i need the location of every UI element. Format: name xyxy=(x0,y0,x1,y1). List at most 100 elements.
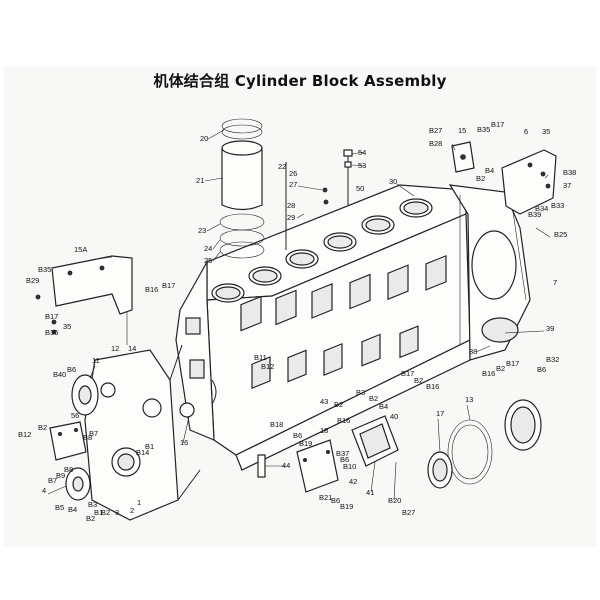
side-cover-18 xyxy=(296,439,339,493)
callout-B17: B17 xyxy=(506,359,519,368)
callout-35: 35 xyxy=(63,322,71,331)
callout-B19: B19 xyxy=(299,439,312,448)
callout-12: 12 xyxy=(111,344,119,353)
callout-B27: B27 xyxy=(429,126,442,135)
bracket-15a xyxy=(35,255,133,345)
callout-25: 25 xyxy=(204,256,212,265)
callout-B12: B12 xyxy=(261,362,274,371)
callout-16: 16 xyxy=(180,438,188,447)
callout-B37: B37 xyxy=(336,449,349,458)
callout-B39: B39 xyxy=(528,210,541,219)
callout-B2: B2 xyxy=(496,364,505,373)
callout-B16: B16 xyxy=(337,416,350,425)
callout-11: 11 xyxy=(92,356,100,365)
callout-B35: B35 xyxy=(38,265,51,274)
callout-7: 7 xyxy=(553,278,557,287)
callout-53: 53 xyxy=(358,161,366,170)
cylinder-liner-stack xyxy=(219,118,265,259)
callout-B6: B6 xyxy=(331,496,340,505)
callout-B28: B28 xyxy=(429,139,442,148)
callout-35: 35 xyxy=(542,127,550,136)
callout-15A: 15A xyxy=(74,245,87,254)
callout-B38: B38 xyxy=(563,168,576,177)
callout-B2: B2 xyxy=(38,423,47,432)
callout-43: 43 xyxy=(320,397,328,406)
callout-B16: B16 xyxy=(482,369,495,378)
callout-B2: B2 xyxy=(476,174,485,183)
callout-B12: B12 xyxy=(18,430,31,439)
callout-B6: B6 xyxy=(340,455,349,464)
small-cover-15 xyxy=(451,141,475,173)
callout-B11: B11 xyxy=(254,353,267,362)
callout-28: 28 xyxy=(287,201,295,210)
callout-B7: B7 xyxy=(89,429,98,438)
callout-B6: B6 xyxy=(67,365,76,374)
callout-B29: B29 xyxy=(26,276,39,285)
callout-38: 38 xyxy=(469,347,477,356)
callout-B33: B33 xyxy=(551,201,564,210)
callout-6: 6 xyxy=(524,127,528,136)
callout-B6: B6 xyxy=(293,431,302,440)
callout-24: 24 xyxy=(204,244,212,253)
callout-B10: B10 xyxy=(343,462,356,471)
callout-4: 4 xyxy=(42,486,46,495)
callout-21: 21 xyxy=(196,176,204,185)
callout-30: 30 xyxy=(389,177,397,186)
front-seal-ring xyxy=(71,374,99,416)
callout-50: 50 xyxy=(356,184,364,193)
callout-B2: B2 xyxy=(334,400,343,409)
callout-B3: B3 xyxy=(88,500,97,509)
callout-56: 56 xyxy=(71,411,79,420)
callout-B17: B17 xyxy=(45,312,58,321)
callout-B2: B2 xyxy=(414,376,423,385)
page-title: 机体结合组 Cylinder Block Assembly xyxy=(153,72,447,90)
callout-15: 15 xyxy=(458,126,466,135)
callout-42: 42 xyxy=(349,477,357,486)
callout-B25: B25 xyxy=(554,230,567,239)
callout-3: 3 xyxy=(115,508,119,517)
callout-B17: B17 xyxy=(491,120,504,129)
callout-40: 40 xyxy=(390,412,398,421)
callout-B7: B7 xyxy=(48,476,57,485)
callout-B16: B16 xyxy=(426,382,439,391)
callout-B18: B18 xyxy=(270,420,283,429)
callout-44: 44 xyxy=(282,461,290,470)
callout-B40: B40 xyxy=(53,370,66,379)
callout-B2: B2 xyxy=(101,508,110,517)
callout-23: 23 xyxy=(198,226,206,235)
callout-13: 13 xyxy=(465,395,473,404)
callout-B34: B34 xyxy=(535,204,548,213)
callout-B19: B19 xyxy=(340,502,353,511)
callout-14: 14 xyxy=(128,344,136,353)
callout-B3: B3 xyxy=(356,388,365,397)
callout-B8: B8 xyxy=(83,433,92,442)
callout-B8: B8 xyxy=(64,465,73,474)
bracket-upper-right xyxy=(501,149,557,215)
callout-B21: B21 xyxy=(319,493,332,502)
callout-B6: B6 xyxy=(537,365,546,374)
callout-B16: B16 xyxy=(145,285,158,294)
callout-B35: B35 xyxy=(477,125,490,134)
callout-B1: B1 xyxy=(145,442,154,451)
callout-29: 29 xyxy=(287,213,295,222)
idler-gear xyxy=(65,467,91,501)
callout-2: 2 xyxy=(130,506,134,515)
callout-B20: B20 xyxy=(388,496,401,505)
callout-41: 41 xyxy=(366,488,374,497)
callout-B2: B2 xyxy=(369,394,378,403)
rear-seal-parts xyxy=(427,399,542,489)
callout-B27: B27 xyxy=(402,508,415,517)
callout-B9: B9 xyxy=(56,471,65,480)
callout-54: 54 xyxy=(358,148,366,157)
callout-B17: B17 xyxy=(401,369,414,378)
callout-B4: B4 xyxy=(68,505,77,514)
callout-B17: B17 xyxy=(162,281,175,290)
side-cover-41 xyxy=(351,415,399,467)
callout-37: 37 xyxy=(563,181,571,190)
leader-lines xyxy=(47,129,551,501)
callout-B14: B14 xyxy=(136,448,149,457)
callout-17: 17 xyxy=(436,409,444,418)
cover-plate xyxy=(49,421,87,461)
